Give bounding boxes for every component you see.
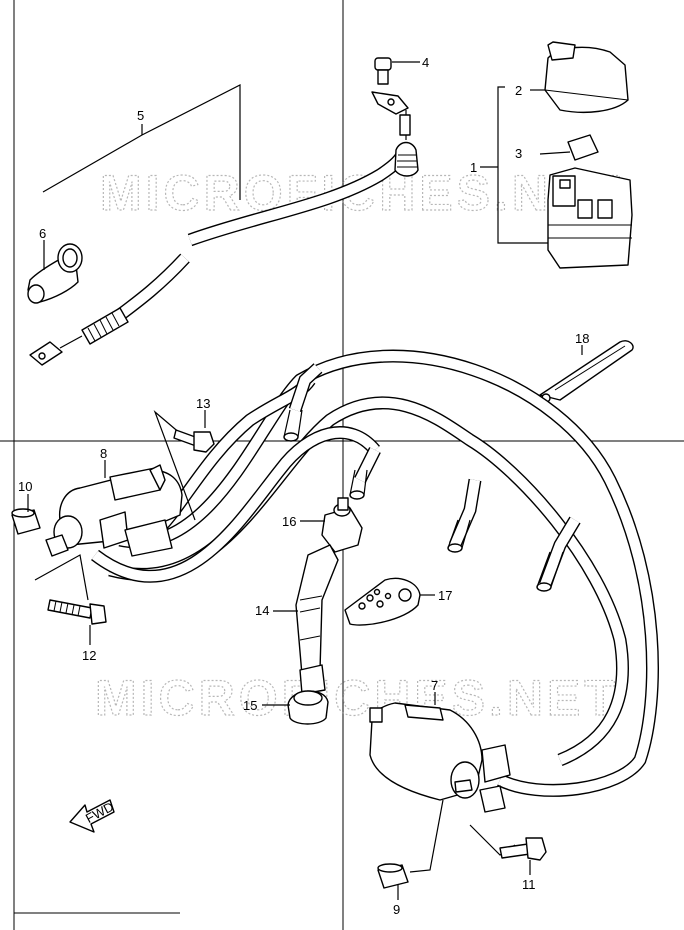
callout-17: 17 bbox=[438, 588, 452, 603]
callout-10: 10 bbox=[18, 479, 32, 494]
ignition-coil-8 bbox=[45, 464, 183, 557]
callout-1: 1 bbox=[470, 160, 477, 175]
callout-5: 5 bbox=[137, 108, 144, 123]
callout-18: 18 bbox=[575, 331, 589, 346]
callout-13: 13 bbox=[196, 396, 210, 411]
ignition-coil-7 bbox=[369, 702, 511, 813]
callout-2: 2 bbox=[515, 83, 522, 98]
watermark-top: MICROFICHES.NET bbox=[100, 165, 624, 221]
callout-labels: 1 2 3 4 5 6 7 8 9 10 11 12 13 14 15 16 1… bbox=[18, 55, 589, 917]
clamp-18 bbox=[539, 340, 634, 403]
callout-16: 16 bbox=[282, 514, 296, 529]
callout-12: 12 bbox=[82, 648, 96, 663]
callout-3: 3 bbox=[515, 146, 522, 161]
plate-17 bbox=[344, 577, 421, 626]
spacer-9 bbox=[377, 863, 409, 889]
callout-8: 8 bbox=[100, 446, 107, 461]
plug-cap-assembly bbox=[287, 497, 363, 725]
ground-wire-assembly bbox=[29, 84, 419, 366]
starter-relay-assembly bbox=[480, 41, 633, 269]
callout-6: 6 bbox=[39, 226, 46, 241]
callout-11: 11 bbox=[522, 877, 536, 892]
leader-lines-right bbox=[409, 799, 516, 873]
bolt-12 bbox=[47, 599, 107, 625]
callout-7: 7 bbox=[431, 678, 438, 693]
bolt-4 bbox=[374, 57, 392, 85]
callout-14: 14 bbox=[255, 603, 269, 618]
callout-9: 9 bbox=[393, 902, 400, 917]
high-tension-cords bbox=[91, 349, 659, 797]
rubber-cap-6 bbox=[27, 243, 83, 304]
callout-4: 4 bbox=[422, 55, 429, 70]
bolt-13 bbox=[173, 429, 215, 453]
callout-15: 15 bbox=[243, 698, 257, 713]
watermark-bottom: MICROFICHES.NET bbox=[95, 670, 619, 726]
fwd-arrow: FWD bbox=[69, 799, 116, 833]
fwd-arrow-label: FWD bbox=[83, 799, 116, 826]
bolt-11 bbox=[499, 837, 547, 861]
spacer-10 bbox=[11, 508, 41, 535]
callout-leaders bbox=[27, 61, 583, 900]
